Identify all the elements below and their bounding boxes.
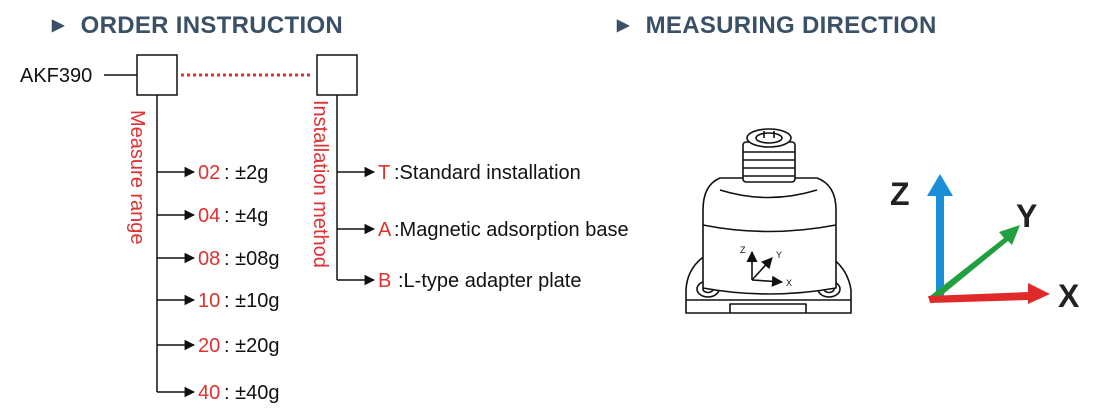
order-heading-text: ORDER INSTRUCTION: [80, 12, 344, 39]
range-code-box: [136, 54, 178, 96]
order-instruction-heading: ▶ ORDER INSTRUCTION: [52, 12, 343, 40]
base-slot: [729, 303, 807, 313]
model-code: AKF390: [20, 65, 92, 87]
small-z-label: Z: [740, 245, 746, 255]
method-value: :Magnetic adsorption base: [394, 219, 629, 241]
y-axis-arrow-icon: [930, 225, 1020, 300]
measure-range-label: Measure range: [126, 110, 148, 245]
method-option-a: A :Magnetic adsorption base: [337, 219, 629, 241]
installation-method-label: Installation method: [309, 100, 331, 268]
method-option-b: B :L-type adapter plate: [337, 270, 581, 292]
small-axes-icon: [746, 250, 784, 287]
method-code: B: [378, 270, 391, 292]
measuring-heading-text: MEASURING DIRECTION: [645, 12, 937, 39]
sensor-body: [702, 177, 837, 295]
range-code: 04: [198, 205, 220, 227]
z-axis-label: Z: [890, 176, 910, 212]
range-value: : ±20g: [224, 335, 279, 357]
method-option-t: T :Standard installation: [337, 162, 581, 184]
z-axis-arrow-icon: [927, 174, 953, 298]
large-axes: [927, 174, 1050, 304]
method-value: :L-type adapter plate: [398, 270, 581, 292]
range-value: : ±2g: [224, 162, 268, 184]
body-band: [702, 224, 837, 233]
y-axis-label: Y: [1016, 198, 1037, 234]
range-code: 02: [198, 162, 220, 184]
x-axis-arrow-icon: [928, 283, 1050, 304]
connector-pins: [755, 132, 783, 144]
range-code: 10: [198, 290, 220, 312]
range-option-40: 40 : ±40g: [157, 382, 279, 404]
range-code: 20: [198, 335, 220, 357]
method-code: A: [378, 219, 392, 241]
range-code: 08: [198, 248, 220, 270]
sensor-drawing: [685, 128, 852, 314]
measuring-direction-heading: ▶ MEASURING DIRECTION: [617, 12, 937, 40]
x-axis-label: X: [1058, 278, 1080, 314]
range-value: : ±10g: [224, 290, 279, 312]
range-value: : ±40g: [224, 382, 279, 404]
triangle-bullet-icon: ▶: [52, 17, 65, 34]
small-y-label: Y: [776, 250, 782, 260]
range-value: : ±4g: [224, 205, 268, 227]
method-code: T: [378, 162, 390, 184]
range-option-20: 20 : ±20g: [157, 335, 279, 357]
method-value: :Standard installation: [394, 162, 581, 184]
range-option-08: 08 : ±08g: [157, 248, 279, 270]
range-option-04: 04 : ±4g: [157, 205, 268, 227]
body-dome: [719, 189, 818, 199]
triangle-bullet-icon: ▶: [617, 17, 630, 34]
method-code-box: [316, 54, 358, 96]
range-code: 40: [198, 382, 220, 404]
range-option-02: 02 : ±2g: [157, 162, 268, 184]
small-x-label: X: [786, 278, 792, 288]
range-value: : ±08g: [224, 248, 279, 270]
range-option-10: 10 : ±10g: [157, 290, 279, 312]
